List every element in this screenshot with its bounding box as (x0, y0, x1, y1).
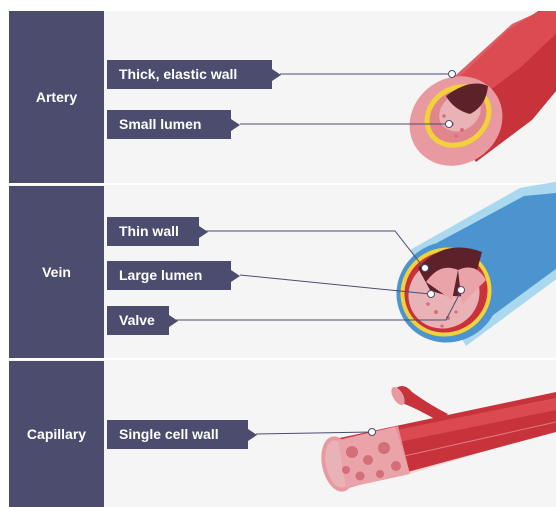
artery-illustration (392, 0, 556, 184)
label-small-lumen: Small lumen (107, 110, 231, 139)
label-thin-wall: Thin wall (107, 217, 199, 246)
label-valve: Valve (107, 306, 169, 335)
vein-illustration (378, 180, 556, 361)
label-thick-elastic-wall: Thick, elastic wall (107, 60, 272, 89)
label-single-cell-wall: Single cell wall (107, 420, 248, 449)
label-large-lumen: Large lumen (107, 261, 231, 290)
capillary-illustration (317, 385, 556, 495)
